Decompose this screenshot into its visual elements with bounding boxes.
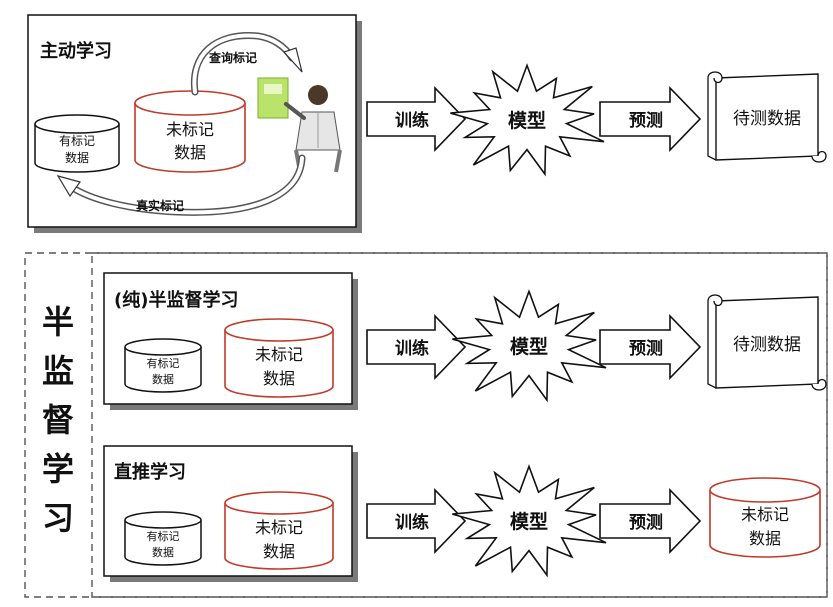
trans-title: 直推学习 <box>114 461 186 483</box>
pure-unlabeled-line1: 未标记 <box>255 345 303 364</box>
pure-labeled-line2: 数据 <box>152 372 174 386</box>
trans-labeled-cylinder: 有标记 数据 <box>124 511 202 566</box>
trans-train-arrow: 训练 <box>366 488 467 554</box>
active-unlabeled-cylinder: 未标记 数据 <box>134 90 246 173</box>
active-predict-label: 预测 <box>629 110 663 131</box>
pure-target-scroll-icon: 待测数据 <box>707 294 827 391</box>
query-label-text: 查询标记 <box>208 50 257 65</box>
active-unlabeled-line1: 未标记 <box>166 120 214 139</box>
pure-labeled-cylinder: 有标记 数据 <box>124 338 202 393</box>
active-target-label: 待测数据 <box>733 109 801 129</box>
active-model-star-icon: 模型 <box>450 63 605 177</box>
pure-predict-label: 预测 <box>629 338 663 359</box>
active-train-arrow: 训练 <box>366 86 467 152</box>
trans-labeled-line2: 数据 <box>152 545 174 559</box>
trans-labeled-line1: 有标记 <box>147 529 180 543</box>
active-unlabeled-line2: 数据 <box>174 143 206 162</box>
active-labeled-line1: 有标记 <box>59 134 95 148</box>
true-label-text: 真实标记 <box>136 198 184 213</box>
query-arrow-head-icon <box>282 47 303 73</box>
trans-target-line1: 未标记 <box>741 505 789 524</box>
pure-predict-arrow: 预测 <box>599 314 702 380</box>
semi-side-title-2: 监 <box>42 352 74 390</box>
active-learning-group: 主动学习 有标记 数据 未标记 数据 查询标记 <box>27 14 362 233</box>
pure-unlabeled-line2: 数据 <box>263 369 295 388</box>
semi-inner-dashed-box <box>91 252 828 598</box>
pure-labeled-line1: 有标记 <box>147 356 180 370</box>
trans-model-star-icon: 模型 <box>452 464 607 578</box>
active-target-scroll-icon: 待测数据 <box>707 71 827 163</box>
pure-semi-group: (纯)半监督学习 有标记 数据 未标记 数据 训练 模型 预测 <box>103 272 827 410</box>
active-flow: 训练 模型 预测 待测数据 <box>366 63 827 177</box>
trans-predict-arrow: 预测 <box>599 488 702 554</box>
trans-unlabeled-line1: 未标记 <box>255 518 303 537</box>
trans-target-cylinder: 未标记 数据 <box>709 477 821 558</box>
pure-title: (纯)半监督学习 <box>114 289 238 311</box>
trans-unlabeled-cylinder: 未标记 数据 <box>224 491 334 570</box>
trans-unlabeled-line2: 数据 <box>263 542 295 561</box>
trans-model-label: 模型 <box>510 510 548 533</box>
semi-supervised-group: 半 监 督 学 习 <box>24 252 828 598</box>
trans-target-line2: 数据 <box>749 529 781 548</box>
active-labeled-line2: 数据 <box>65 150 89 165</box>
pure-train-arrow: 训练 <box>366 314 467 380</box>
active-model-label: 模型 <box>508 109 546 132</box>
active-labeled-cylinder: 有标记 数据 <box>34 114 120 173</box>
semi-side-title-1: 半 <box>42 303 74 341</box>
semi-side-title-3: 督 <box>42 401 74 439</box>
trans-predict-label: 预测 <box>629 512 663 533</box>
true-label-arrow <box>56 154 306 216</box>
pure-target-label: 待测数据 <box>733 335 801 355</box>
active-train-label: 训练 <box>395 110 429 131</box>
annotator-person-icon <box>257 77 342 173</box>
transductive-group: 直推学习 有标记 数据 未标记 数据 训练 模型 预测 未标记 <box>103 445 821 582</box>
query-label-arrow <box>190 32 303 96</box>
pure-model-label: 模型 <box>510 335 548 358</box>
active-predict-arrow: 预测 <box>599 86 702 152</box>
pure-model-star-icon: 模型 <box>452 289 607 403</box>
semi-side-title-5: 习 <box>42 499 74 537</box>
pure-train-label: 训练 <box>395 338 429 359</box>
pure-unlabeled-cylinder: 未标记 数据 <box>224 318 334 398</box>
trans-train-label: 训练 <box>395 512 429 533</box>
true-arrow-head-icon <box>56 175 81 198</box>
active-title: 主动学习 <box>40 40 112 62</box>
semi-side-title-4: 学 <box>42 450 74 488</box>
